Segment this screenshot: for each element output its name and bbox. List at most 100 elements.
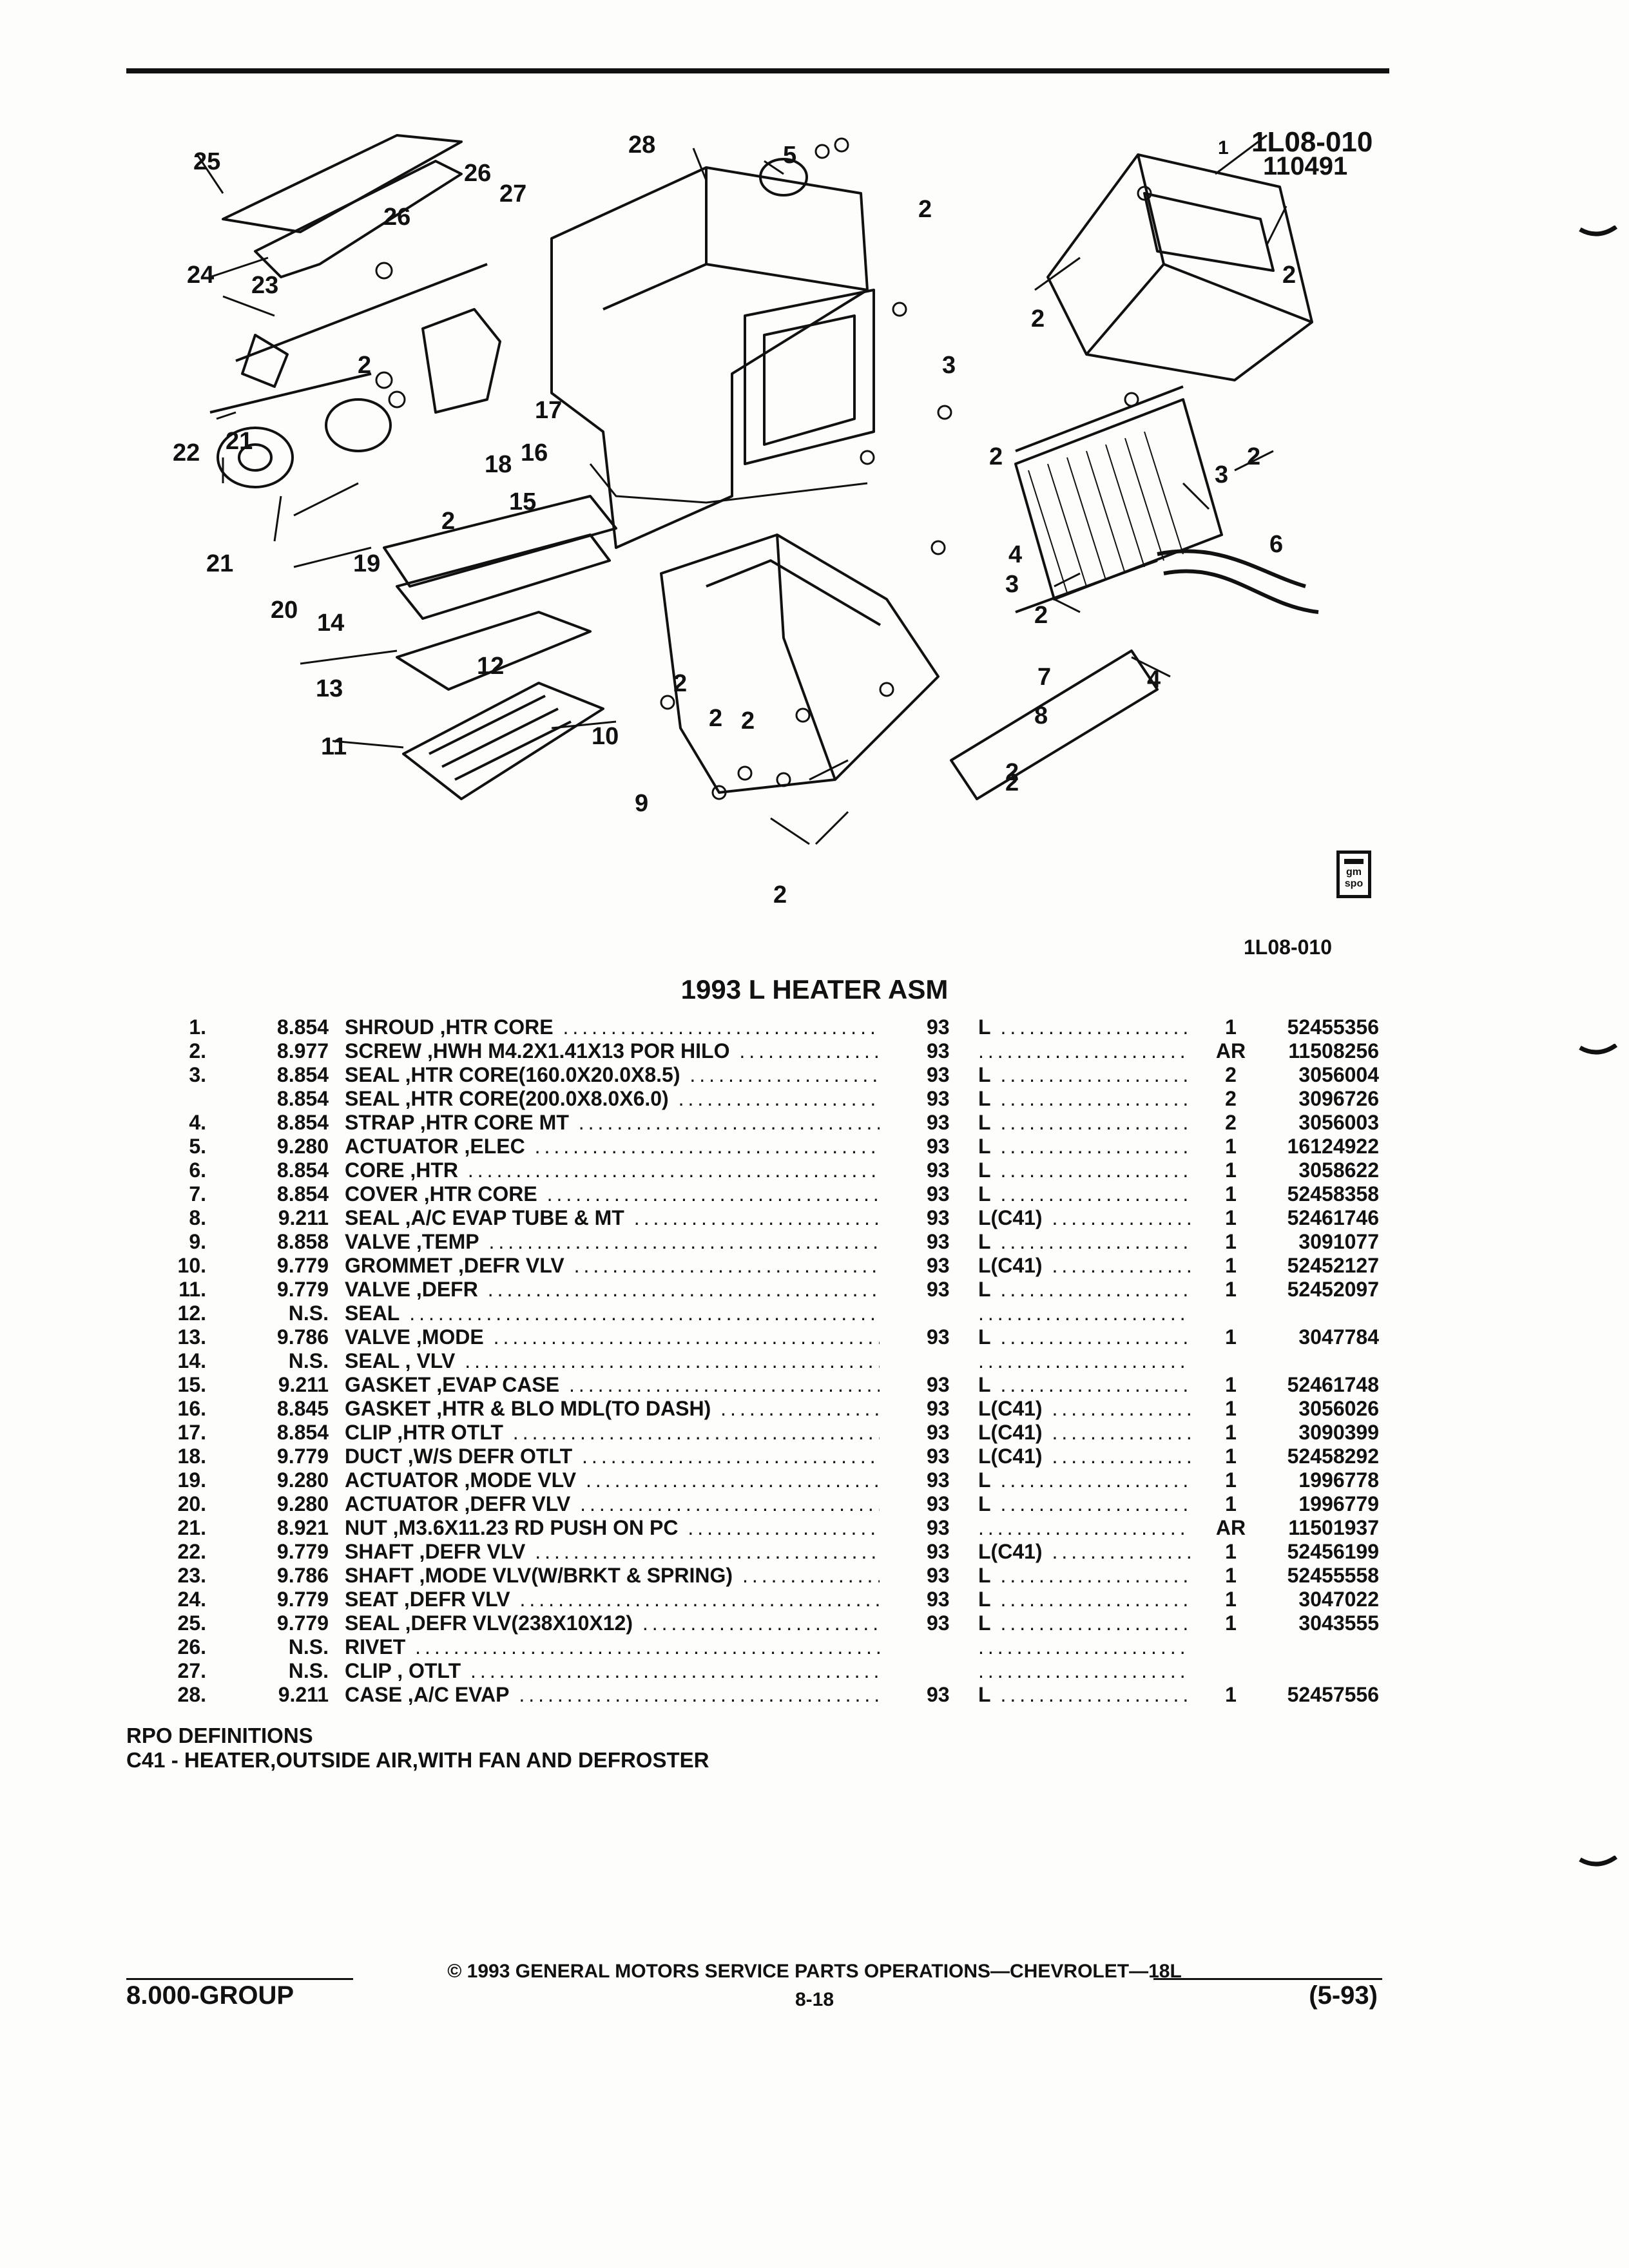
part-model: L(C41) .................................… <box>978 1421 1191 1444</box>
callout-11: 11 <box>321 733 347 760</box>
part-group: N.S. <box>288 1635 329 1658</box>
part-year: 93 <box>927 1254 950 1277</box>
part-year: 93 <box>927 1278 950 1301</box>
part-qty: 1 <box>1225 1611 1237 1635</box>
part-year: 93 <box>927 1373 950 1396</box>
part-number: 11508256 <box>1288 1039 1379 1062</box>
part-description: SEAL ,DEFR VLV(238X10X12) ..............… <box>345 1611 880 1635</box>
callout-2a: 2 <box>358 352 372 379</box>
part-number-index: 24. <box>177 1588 206 1611</box>
part-description: CLIP ,HTR OTLT .........................… <box>345 1421 880 1444</box>
elec-actuator-shape <box>759 158 808 197</box>
part-year: 93 <box>927 1111 950 1134</box>
part-model: L ......................................… <box>978 1135 1191 1158</box>
part-group: 8.921 <box>276 1516 329 1539</box>
binder-mark-2 <box>1579 1044 1617 1055</box>
part-group: 8.845 <box>276 1397 329 1420</box>
part-number: 52452097 <box>1287 1278 1379 1301</box>
part-model: L ......................................… <box>978 1468 1191 1492</box>
part-description: DUCT ,W/S DEFR OTLT ....................… <box>345 1445 880 1468</box>
part-year: 93 <box>927 1421 950 1444</box>
callout-18: 18 <box>485 451 512 478</box>
figure-date-code: 110491 <box>1263 152 1348 180</box>
callout-2f: 2 <box>989 443 1003 470</box>
part-number-index: 26. <box>177 1635 206 1658</box>
part-number: 3058622 <box>1298 1158 1379 1182</box>
part-model: ........................................… <box>978 1659 1191 1682</box>
callout-16: 16 <box>521 439 548 466</box>
part-model: L ......................................… <box>978 1087 1191 1110</box>
part-model: L(C41) .................................… <box>978 1254 1191 1277</box>
part-number-index: 12. <box>177 1302 206 1325</box>
part-qty: 1 <box>1225 1206 1237 1229</box>
part-model: L ......................................… <box>978 1158 1191 1182</box>
part-number: 3096726 <box>1298 1087 1379 1110</box>
part-year: 93 <box>927 1683 950 1706</box>
callout-23: 23 <box>251 272 279 299</box>
part-year: 93 <box>927 1158 950 1182</box>
part-year: 93 <box>927 1135 950 1158</box>
part-qty: 1 <box>1225 1588 1237 1611</box>
part-year: 93 <box>927 1611 950 1635</box>
rpo-definition: C41 - HEATER,OUTSIDE AIR,WITH FAN AND DE… <box>126 1748 709 1772</box>
part-model: L(C41) .................................… <box>978 1397 1191 1420</box>
part-number: 3091077 <box>1298 1230 1379 1253</box>
callout-10: 10 <box>592 723 619 750</box>
part-qty: 1 <box>1225 1135 1237 1158</box>
callout-20: 20 <box>271 597 298 624</box>
part-qty: AR <box>1215 1039 1246 1062</box>
part-number-index: 3. <box>189 1063 206 1086</box>
part-model: L ......................................… <box>978 1611 1191 1635</box>
part-group: 9.280 <box>276 1135 329 1158</box>
part-number: 3047022 <box>1298 1588 1379 1611</box>
part-number: 52455356 <box>1287 1015 1379 1039</box>
part-qty: 2 <box>1225 1063 1237 1086</box>
gasket-evap-case-shape <box>589 463 868 504</box>
part-model: L(C41) .................................… <box>978 1445 1191 1468</box>
callout-2e: 2 <box>773 881 787 908</box>
part-number-index: 17. <box>177 1421 206 1444</box>
part-year: 93 <box>927 1039 950 1062</box>
callout-2k: 2 <box>918 196 932 223</box>
callout-2c: 2 <box>673 670 688 697</box>
part-description: VALVE ,DEFR ............................… <box>345 1278 880 1301</box>
callout-21b: 21 <box>206 550 234 577</box>
callout-2b: 2 <box>441 508 456 535</box>
part-number-index: 11. <box>178 1278 206 1301</box>
part-qty: 1 <box>1225 1182 1237 1206</box>
evap-case-shape <box>550 166 869 549</box>
part-group: 9.280 <box>276 1492 329 1515</box>
top-rule <box>126 68 1389 73</box>
part-number-index: 7. <box>189 1182 206 1206</box>
part-description: CLIP , OTLT ............................… <box>345 1659 880 1682</box>
part-group: 9.786 <box>276 1564 329 1587</box>
part-number: 52456199 <box>1287 1540 1379 1563</box>
part-group: 9.779 <box>276 1254 329 1277</box>
part-qty: 1 <box>1225 1397 1237 1420</box>
part-qty: 1 <box>1225 1373 1237 1396</box>
parts-row: 14.N.S.SEAL , VLV ......................… <box>0 1349 1629 1373</box>
part-number-index: 20. <box>177 1492 206 1515</box>
part-group: 9.211 <box>278 1373 329 1396</box>
part-model: L ......................................… <box>978 1325 1191 1349</box>
part-description: SCREW ,HWH M4.2X1.41X13 POR HILO .......… <box>345 1039 880 1062</box>
temp-valve-shape <box>402 682 604 800</box>
part-model: L ......................................… <box>978 1683 1191 1706</box>
heater-core-shape <box>1014 398 1223 601</box>
part-number-index: 25. <box>177 1611 206 1635</box>
part-qty: 1 <box>1225 1468 1237 1492</box>
callout-9: 9 <box>635 790 649 817</box>
part-description: NUT ,M3.6X11.23 RD PUSH ON PC ..........… <box>345 1516 880 1539</box>
part-year: 93 <box>927 1588 950 1611</box>
part-year: 93 <box>927 1516 950 1539</box>
part-group: 8.854 <box>276 1158 329 1182</box>
